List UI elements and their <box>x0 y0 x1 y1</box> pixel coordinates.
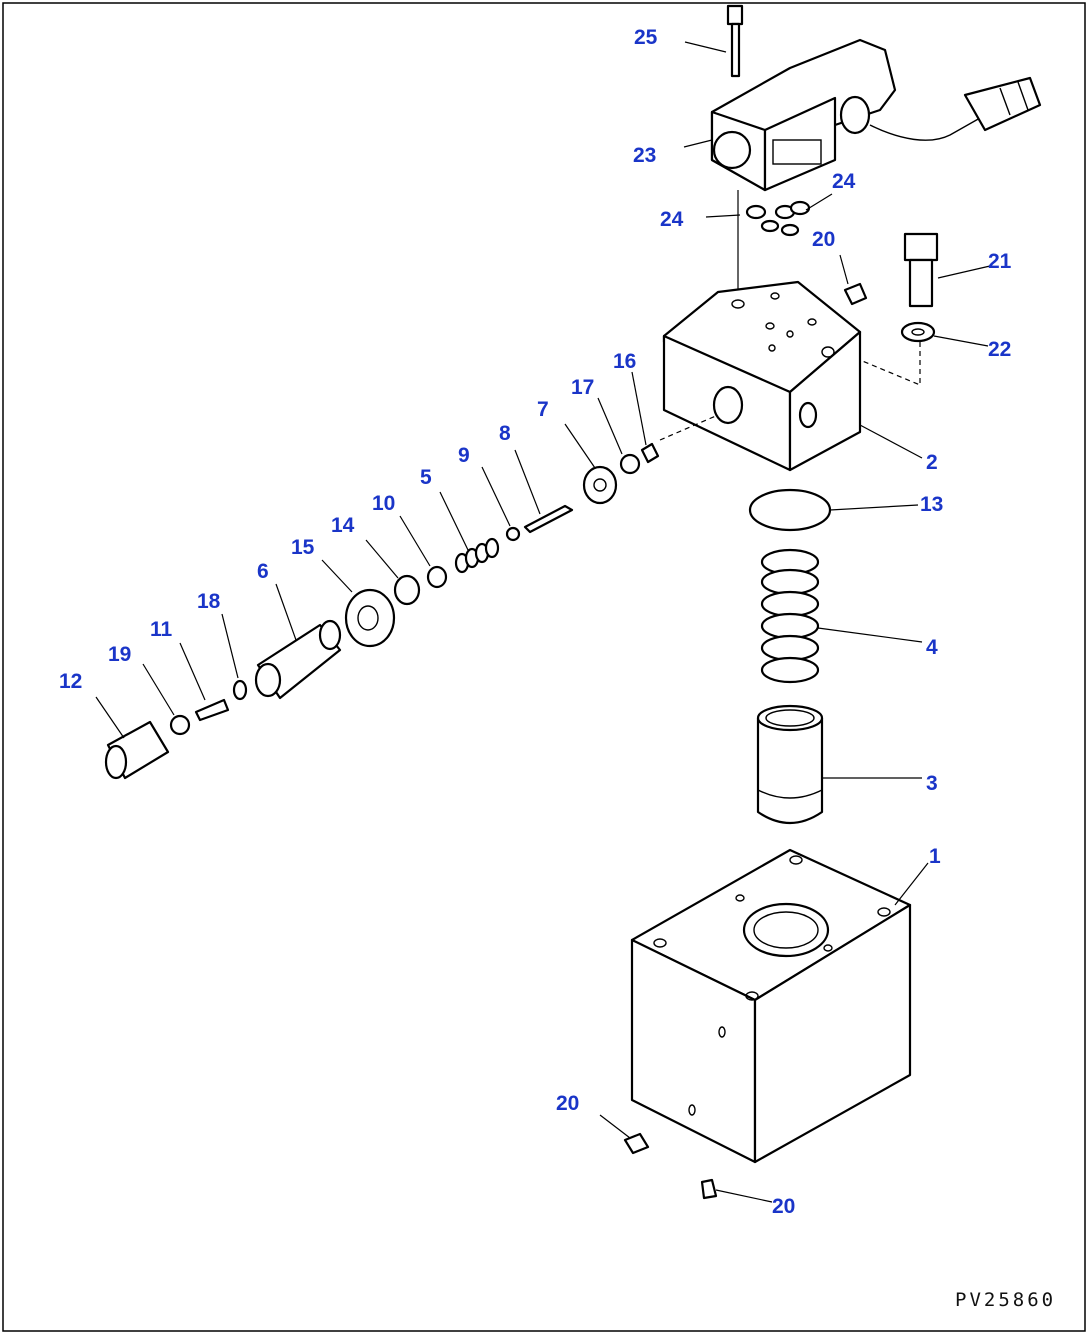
callout-15: 15 <box>291 536 315 559</box>
seat-16 <box>640 442 660 464</box>
needle-8 <box>523 504 574 534</box>
spring-5 <box>454 537 500 574</box>
callout-6: 6 <box>257 560 269 583</box>
callout-24-right: 24 <box>832 170 856 193</box>
spring-4 <box>760 548 820 684</box>
callout-23: 23 <box>633 144 656 167</box>
housing-block-1 <box>630 848 912 1164</box>
o-ring-14 <box>393 574 421 606</box>
seal-ring-13 <box>748 488 832 532</box>
callout-20-lower-left: 20 <box>556 1092 579 1115</box>
spacer-10 <box>426 565 448 589</box>
plug-20-lower-left <box>623 1132 650 1155</box>
o-rings-24 <box>745 200 811 237</box>
callout-11: 11 <box>150 618 173 641</box>
callout-19: 19 <box>108 643 131 666</box>
callout-4: 4 <box>926 636 938 659</box>
callout-25: 25 <box>634 26 658 49</box>
callout-12: 12 <box>59 670 82 693</box>
drawing-code: PV25860 <box>955 1289 1056 1311</box>
callout-2: 2 <box>926 451 938 474</box>
bolt-21 <box>903 232 939 308</box>
o-ring-18 <box>232 679 248 701</box>
screw-11 <box>194 698 230 722</box>
callout-7: 7 <box>537 398 549 421</box>
cap-12 <box>104 720 170 780</box>
callout-10: 10 <box>372 492 395 515</box>
sleeve-3 <box>756 704 824 824</box>
poppet-7 <box>582 465 618 505</box>
callout-labels: 25 23 24 24 20 21 22 16 17 7 8 9 5 10 14… <box>59 26 1012 1218</box>
callout-9: 9 <box>458 444 470 467</box>
callout-20-lower-bottom: 20 <box>772 1195 795 1218</box>
valve-body-2 <box>662 280 862 472</box>
callout-13: 13 <box>920 493 943 516</box>
washer-17 <box>619 453 641 475</box>
callout-8: 8 <box>499 422 511 445</box>
callout-17: 17 <box>571 376 594 399</box>
bolt-25 <box>726 4 744 78</box>
nut-15 <box>344 588 396 648</box>
nut-19 <box>169 714 191 736</box>
solenoid-valve-23 <box>710 38 1042 318</box>
callout-20-upper: 20 <box>812 228 835 251</box>
callout-3: 3 <box>926 772 938 795</box>
washer-22 <box>859 321 936 386</box>
plug-20-upper <box>843 282 868 306</box>
plug-20-lower-bottom <box>700 1178 718 1200</box>
ball-9 <box>505 526 521 542</box>
leader-lines <box>95 41 991 1203</box>
assembly-axis-line <box>659 414 719 441</box>
callout-14: 14 <box>331 514 355 537</box>
callout-24-left: 24 <box>660 208 684 231</box>
callout-21: 21 <box>988 250 1012 273</box>
callout-22: 22 <box>988 338 1011 361</box>
callout-16: 16 <box>613 350 636 373</box>
callout-1: 1 <box>929 845 941 868</box>
callout-18: 18 <box>197 590 221 613</box>
cartridge-body-6 <box>254 619 342 700</box>
callout-5: 5 <box>420 466 432 489</box>
